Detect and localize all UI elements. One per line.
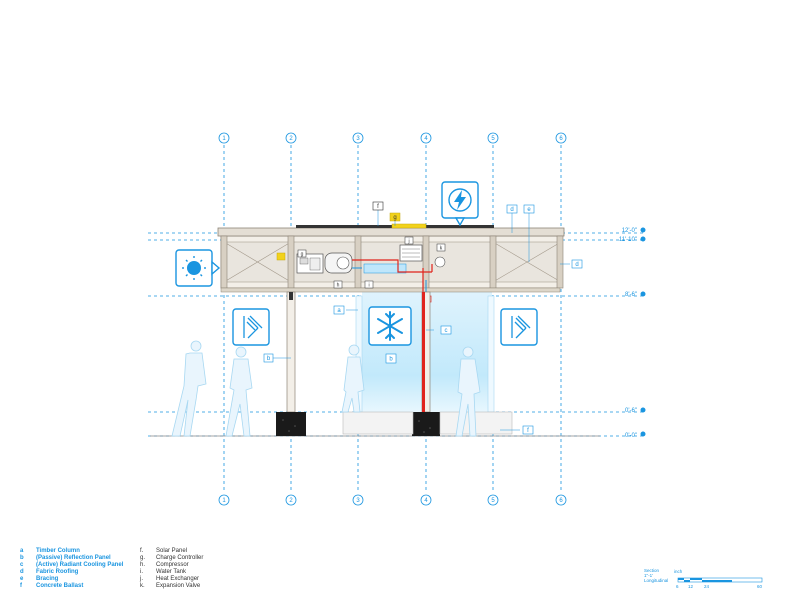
reflection-icon — [232, 308, 270, 346]
grid-label-4-bottom: 4 — [424, 498, 428, 504]
tag-e: e — [527, 207, 531, 213]
tag-b-panel: b — [389, 357, 393, 363]
legend-item: j.Heat Exchanger — [140, 576, 200, 583]
legend-item: b(Passive) Reflection Panel — [20, 555, 111, 562]
tag-f-solar: f — [377, 204, 379, 210]
scale-title: Section — [644, 568, 660, 573]
tag-b-column: b — [267, 356, 271, 362]
grid-label-2-bottom: 2 — [289, 498, 293, 504]
scale-axis: Longitudinal — [644, 578, 669, 583]
tag-h: h — [337, 283, 340, 289]
grid-label-6-bottom: 6 — [559, 498, 563, 504]
legend-item: h.Compressor — [140, 562, 189, 569]
snowflake-icon — [368, 306, 412, 346]
scale-tick-6: 6 — [676, 584, 679, 589]
tag-i: i — [368, 283, 369, 289]
concrete-ballast — [276, 411, 513, 436]
legend-item: f.Solar Panel — [140, 548, 188, 554]
grid-label-5-bottom: 5 — [491, 498, 495, 504]
grid-label-4: 4 — [424, 136, 428, 142]
tag-a: a — [337, 308, 341, 314]
scale-unit: inch — [674, 569, 683, 574]
sun-icon — [175, 249, 221, 287]
legend-item: c(Active) Radiant Cooling Panel — [20, 562, 124, 569]
level-label-0-0: 0'-0" — [625, 433, 637, 439]
legend-item: i.Water Tank — [140, 569, 187, 576]
scale-label: Section 1"-1' Longitudinal — [644, 568, 668, 583]
lightning-icon — [441, 181, 479, 227]
grid-label-2: 2 — [289, 136, 293, 142]
grid-label-3-bottom: 3 — [356, 498, 360, 504]
grid-label-1: 1 — [222, 136, 226, 142]
scale-tick-12: 12 — [688, 584, 694, 589]
level-label-8-6: 8'-6" — [625, 292, 637, 298]
grid-label-5: 5 — [491, 136, 495, 142]
legend-item: k.Expansion Valve — [140, 583, 201, 590]
reflection-icon-right — [500, 308, 538, 346]
grid-label-3: 3 — [356, 136, 360, 142]
leader-lines — [272, 210, 570, 431]
legend-systems: f.Solar Panel g.Charge Controller h.Comp… — [140, 548, 203, 591]
grid-label-6: 6 — [559, 136, 563, 142]
level-label-0-6: 0'-6" — [625, 408, 637, 414]
tag-g-solar: g — [393, 215, 396, 221]
scale-tick-24: 24 — [704, 584, 710, 589]
level-label-11-10: 11'-10" — [619, 237, 637, 243]
people-silhouettes — [171, 340, 481, 437]
level-markers — [640, 227, 646, 437]
level-label-12-0: 12'-0" — [622, 228, 637, 234]
tag-f-ballast: f — [527, 428, 529, 434]
timber-columns — [286, 291, 431, 413]
tag-g: g — [301, 252, 304, 258]
roof-structure — [217, 223, 565, 293]
tag-d-side: d — [575, 262, 578, 268]
grid-label-1-bottom: 1 — [222, 498, 226, 504]
legend-item: g.Charge Controller — [140, 555, 204, 562]
scale-tick-60: 60 — [757, 584, 763, 589]
tag-k: k — [440, 246, 443, 252]
scale-bar — [677, 577, 763, 583]
tag-d-top: d — [510, 207, 513, 213]
tag-j: j — [407, 239, 409, 245]
scale-ratio: 1"-1' — [644, 573, 653, 578]
grid-bubbles-top — [218, 132, 567, 506]
tag-c: c — [445, 328, 448, 334]
